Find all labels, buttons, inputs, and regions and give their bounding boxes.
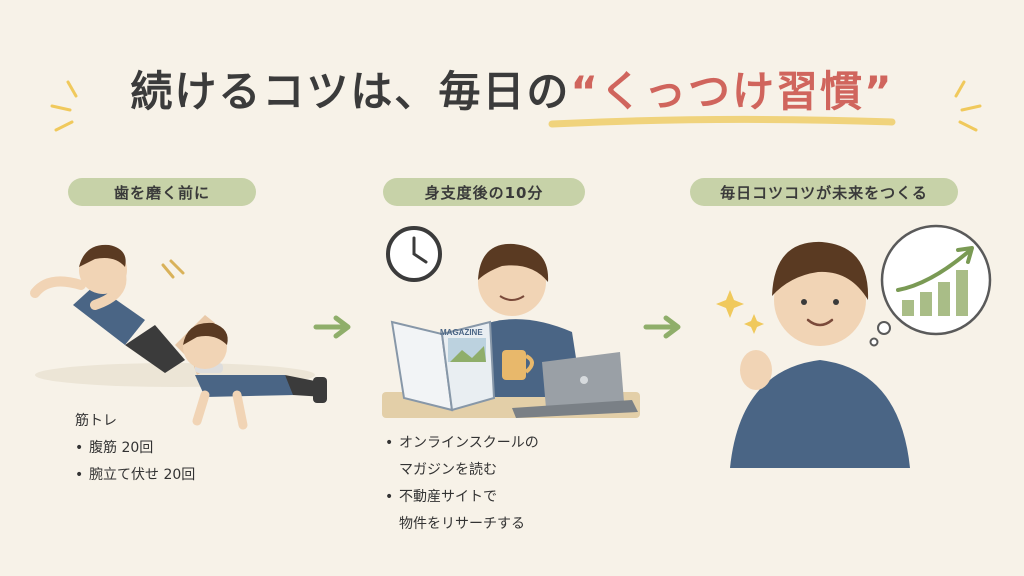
spark-left-decoration — [50, 80, 78, 132]
list-item-continuation: 物件をリサーチする — [399, 516, 525, 532]
step1-label-pill: 歯を磨く前に — [68, 178, 256, 206]
list-item: 不動産サイトで — [385, 484, 539, 511]
growth-chart-icon — [896, 246, 974, 316]
spark-right-decoration — [954, 80, 982, 132]
list-item-continuation: マガジンを読む — [399, 462, 497, 478]
future-illustration — [716, 224, 992, 468]
magazine-icon: MAGAZINE — [390, 320, 496, 412]
title-area: 続けるコツは、毎日の“くっつけ習慣” — [0, 58, 1024, 119]
laptop-icon — [512, 352, 638, 418]
list-item: 腹筋 20回 — [75, 435, 195, 462]
step2-notes: オンラインスクールの マガジンを読む 不動産サイトで 物件をリサーチする — [385, 430, 539, 538]
arrow-right-icon — [313, 315, 351, 339]
workout-illustration — [30, 244, 327, 430]
coffee-mug-icon — [502, 350, 534, 380]
notes-heading: 筋トレ — [75, 413, 117, 429]
svg-text:MAGAZINE: MAGAZINE — [440, 328, 483, 337]
title-accent: “くっつけ習慣” — [570, 67, 894, 116]
title-main: 続けるコツは、毎日の — [130, 67, 571, 116]
page-title: 続けるコツは、毎日の“くっつけ習慣” — [130, 58, 893, 119]
step3-label-pill: 毎日コツコツが未来をつくる — [690, 178, 958, 206]
list-item: 腕立て伏せ 20回 — [75, 462, 195, 489]
clock-icon — [386, 226, 442, 282]
step2-label-pill: 身支度後の10分 — [383, 178, 585, 206]
step1-notes: 筋トレ 腹筋 20回 腕立て伏せ 20回 — [75, 408, 195, 489]
list-item: オンラインスクールの — [385, 430, 539, 457]
title-underline — [548, 115, 896, 128]
reading-illustration: MAGAZINE — [382, 226, 640, 418]
arrow-right-icon — [643, 315, 681, 339]
